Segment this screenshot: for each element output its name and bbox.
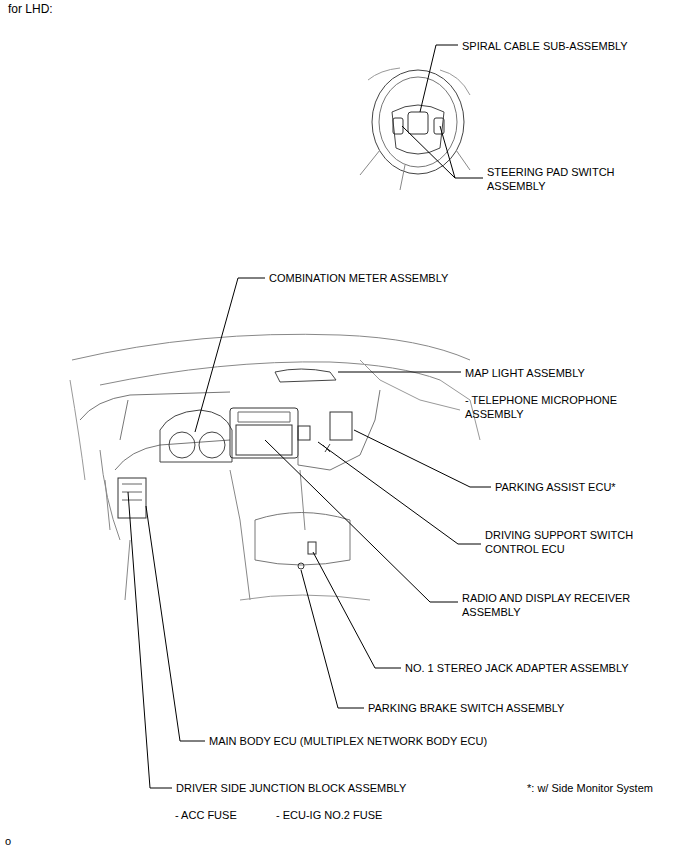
- part-label: MAP LIGHT ASSEMBLY: [465, 366, 585, 380]
- heading: for LHD:: [8, 2, 53, 16]
- part-label: STEERING PAD SWITCH ASSEMBLY: [487, 165, 647, 193]
- dashboard-outline: [70, 334, 480, 600]
- part-label: - TELEPHONE MICROPHONE ASSEMBLY: [465, 393, 650, 421]
- part-label: *: w/ Side Monitor System: [527, 781, 653, 795]
- part-label: - ECU-IG NO.2 FUSE: [276, 808, 382, 822]
- part-label: MAIN BODY ECU (MULTIPLEX NETWORK BODY EC…: [209, 734, 487, 748]
- part-label: o: [5, 834, 11, 848]
- part-label: DRIVER SIDE JUNCTION BLOCK ASSEMBLY: [176, 781, 406, 795]
- leader-lines: [128, 45, 491, 788]
- part-label: - ACC FUSE: [175, 808, 237, 822]
- part-label: NO. 1 STEREO JACK ADAPTER ASSEMBLY: [405, 661, 629, 675]
- part-label: SPIRAL CABLE SUB-ASSEMBLY: [462, 39, 628, 53]
- part-label: DRIVING SUPPORT SWITCH CONTROL ECU: [485, 528, 665, 556]
- part-label: PARKING ASSIST ECU*: [495, 480, 616, 494]
- part-label: COMBINATION METER ASSEMBLY: [269, 271, 448, 285]
- part-label: PARKING BRAKE SWITCH ASSEMBLY: [368, 701, 564, 715]
- part-label: RADIO AND DISPLAY RECEIVER ASSEMBLY: [462, 591, 667, 619]
